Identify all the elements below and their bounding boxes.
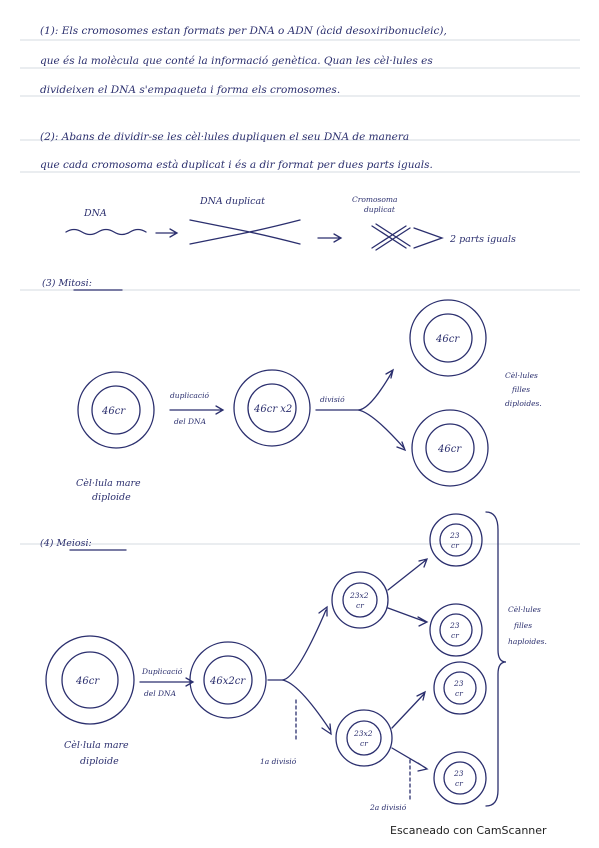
mitosis-daughters-label-3: diploides. xyxy=(505,399,542,408)
paragraph-2-line-2: que cada cromosoma està duplicat i és a … xyxy=(40,159,433,171)
two-equal-parts-label: 2 parts iguals xyxy=(449,234,516,245)
meiosis-duplicated-cell-outer xyxy=(189,641,267,719)
mitosis-duplicated-cell-label: 46cr x2 xyxy=(253,404,292,415)
meiosis-mid-bottom-inner xyxy=(346,720,382,756)
chromosome-x-shape xyxy=(371,223,411,251)
meiosis-arrow-1 xyxy=(139,677,195,687)
meiosis-mother-cell-label: 46cr xyxy=(75,676,100,687)
paragraph-1: (1): Els cromosomes estan formats per DN… xyxy=(40,25,447,96)
meiosis-final-1-inner xyxy=(439,523,473,557)
meiosis-duplicated-cell-inner xyxy=(203,655,253,705)
paragraph-1-line-2: que és la molècula que conté la informac… xyxy=(40,55,433,67)
meiosis-second-division-arrows-top xyxy=(387,558,429,627)
bracket-arrow xyxy=(413,227,444,249)
meiosis-final-2-inner xyxy=(439,613,473,647)
meiosis-mother-label-1: Cèl·lula mare xyxy=(64,740,129,751)
mitosis-mother-label-2: diploide xyxy=(92,492,131,503)
meiosis-mid-top-inner xyxy=(342,582,378,618)
dna-duplication-diagram: DNA DNA duplicat Cromosoma duplicat 2 pa… xyxy=(65,195,516,251)
meiosis-final-3-outer xyxy=(433,661,487,715)
meiosis-mother-cell-inner xyxy=(61,651,119,709)
meiosis-final-3-label-2: cr xyxy=(455,689,463,698)
haploid-bracket xyxy=(485,511,507,807)
meiosis-final-1-label-2: cr xyxy=(451,541,459,550)
mitosis-arrow2-label: divisió xyxy=(320,395,345,404)
mitosis-mother-cell-inner xyxy=(91,385,141,435)
paragraph-2: (2): Abans de dividir-se les cèl·lules d… xyxy=(40,131,433,171)
meiosis-final-4-inner xyxy=(443,761,477,795)
meiosis-daughters-label-3: haploides. xyxy=(508,637,547,646)
paragraph-1-line-1: (1): Els cromosomes estan formats per DN… xyxy=(40,25,447,37)
mitosis-arrow-1 xyxy=(169,405,225,415)
mitosis-duplicated-cell-inner xyxy=(247,383,297,433)
meiosis-final-2-label-1: 23 xyxy=(449,621,460,630)
meiosis-mid-top-label-1: 23x2 xyxy=(349,591,369,600)
meiosis-heading: (4) Meiosi: xyxy=(40,538,92,549)
meiosis-daughters-label-1: Cèl·lules xyxy=(508,605,541,614)
meiosis-final-2-outer xyxy=(429,603,483,657)
meiosis-first-division-arrows xyxy=(267,605,332,736)
dna-duplicated-strands xyxy=(189,219,301,245)
meiosis-final-4-outer xyxy=(433,751,487,805)
paragraph-2-line-1: (2): Abans de dividir-se les cèl·lules d… xyxy=(40,131,409,143)
scanner-watermark: Escaneado con CamScanner xyxy=(390,824,547,837)
paragraph-1-line-3: divideixen el DNA s'empaqueta i forma el… xyxy=(40,84,340,96)
meiosis-duplicated-cell-label: 46x2cr xyxy=(209,676,246,687)
meiosis-final-2-label-2: cr xyxy=(451,631,459,640)
meiosis-arrow1-label-1: Duplicació xyxy=(141,667,183,676)
mitosis-daughters-label-1: Cèl·lules xyxy=(505,371,538,380)
first-division-label: 1a divisió xyxy=(260,757,297,766)
meiosis-mother-label-2: diploide xyxy=(80,756,119,767)
mitosis-daughter-bottom-outer xyxy=(411,409,489,487)
chromosome-label-2: duplicat xyxy=(364,205,396,214)
arrow-1 xyxy=(155,228,179,238)
mitosis-mother-label-1: Cèl·lula mare xyxy=(76,478,141,489)
mitosis-daughter-top-outer xyxy=(409,299,487,377)
dna-strand xyxy=(65,228,147,236)
meiosis-mother-cell-outer xyxy=(45,635,135,725)
mitosis-heading: (3) Mitosi: xyxy=(42,278,92,289)
mitosis-daughter-bottom-inner xyxy=(425,423,475,473)
meiosis-mid-bottom-outer xyxy=(335,709,393,767)
mitosis-arrow-2 xyxy=(315,368,407,452)
mitosis-mother-cell-label: 46cr xyxy=(101,406,126,417)
mitosis-arrow1-label-2: del DNA xyxy=(174,417,207,426)
meiosis-mid-top-label-2: cr xyxy=(356,601,364,610)
meiosis-mid-top-outer xyxy=(331,571,389,629)
mitosis-duplicated-cell-outer xyxy=(233,369,311,447)
dna-label: DNA xyxy=(83,208,107,219)
meiosis-arrow1-label-2: del DNA xyxy=(144,689,177,698)
meiosis-final-4-label-2: cr xyxy=(455,779,463,788)
chromosome-label-1: Cromosoma xyxy=(352,195,397,204)
ruled-lines xyxy=(20,39,580,545)
mitosis-daughter-top-label: 46cr xyxy=(435,334,460,345)
meiosis-final-1-outer xyxy=(429,513,483,567)
mitosis-daughter-top-inner xyxy=(423,313,473,363)
mitosis-daughter-bottom-label: 46cr xyxy=(437,444,462,455)
mitosis-daughters-label-2: filles xyxy=(511,385,530,394)
meiosis-mid-bottom-label-2: cr xyxy=(360,739,368,748)
arrow-2 xyxy=(317,233,343,243)
meiosis-final-1-label-1: 23 xyxy=(449,531,460,540)
meiosis-final-4-label-1: 23 xyxy=(453,769,464,778)
meiosis-section: (4) Meiosi: 46cr Duplicació del DNA 46x2… xyxy=(40,511,547,812)
dna-duplicated-label: DNA duplicat xyxy=(199,196,265,207)
mitosis-arrow1-label-1: duplicació xyxy=(170,391,210,400)
meiosis-final-3-label-1: 23 xyxy=(453,679,464,688)
meiosis-daughters-label-2: filles xyxy=(513,621,532,630)
meiosis-mid-bottom-label-1: 23x2 xyxy=(353,729,373,738)
meiosis-final-3-inner xyxy=(443,671,477,705)
second-division-label: 2a divisió xyxy=(369,803,407,812)
mitosis-mother-cell-outer xyxy=(77,371,155,449)
mitosis-section: (3) Mitosi: 46cr duplicació del DNA 46cr… xyxy=(42,278,542,503)
meiosis-second-division-arrows-bottom xyxy=(391,690,429,772)
